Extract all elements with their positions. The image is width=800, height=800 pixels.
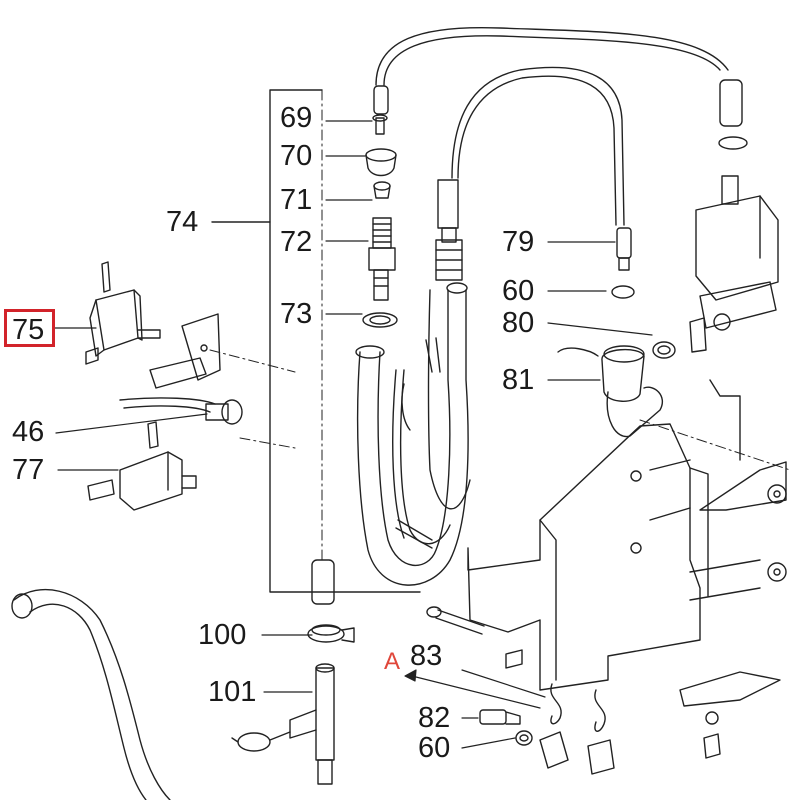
group-74-bracket xyxy=(211,89,421,593)
part-46-button xyxy=(119,397,243,425)
part-79-pin xyxy=(616,227,632,271)
part-60-oring-b xyxy=(515,730,533,746)
heating-element xyxy=(355,179,471,586)
bracket-screw xyxy=(426,606,485,635)
part-101-tee xyxy=(231,663,335,785)
part-70-nut xyxy=(365,148,397,177)
tube-stub xyxy=(311,559,335,605)
label-75: 75 xyxy=(12,314,45,346)
part-72-fitting xyxy=(368,217,396,301)
part-71-ferrule xyxy=(373,181,391,199)
part-83-clips xyxy=(539,683,615,775)
mounting-bracket xyxy=(467,379,787,759)
reference-letter-A: A xyxy=(384,648,401,675)
label-83: 83 xyxy=(410,640,443,672)
part-73-gasket xyxy=(362,312,398,328)
label-81: 81 xyxy=(502,364,535,396)
label-46: 46 xyxy=(12,416,45,448)
alignment-lines xyxy=(209,89,791,561)
part-80-oring xyxy=(652,341,676,359)
solenoid-valve xyxy=(689,79,779,353)
label-69: 69 xyxy=(280,102,313,134)
highlighted-part-75[interactable]: 75 xyxy=(4,309,55,347)
tubing-upper xyxy=(375,26,729,226)
drain-hose xyxy=(11,588,171,800)
label-100: 100 xyxy=(198,619,247,651)
label-70: 70 xyxy=(280,140,313,172)
part-81-connector xyxy=(557,345,663,438)
label-79: 79 xyxy=(502,226,535,258)
label-80: 80 xyxy=(502,307,535,339)
label-73: 73 xyxy=(280,298,313,330)
label-77: 77 xyxy=(12,454,45,486)
part-69-pin xyxy=(372,85,389,135)
part-75-thermostat xyxy=(85,261,221,389)
label-74: 74 xyxy=(166,206,199,238)
label-60-upper: 60 xyxy=(502,275,535,307)
label-82: 82 xyxy=(418,702,451,734)
label-72: 72 xyxy=(280,226,313,258)
part-82-pin xyxy=(479,709,521,725)
label-101: 101 xyxy=(208,676,257,708)
label-60-lower: 60 xyxy=(418,732,451,764)
part-100-clamp xyxy=(307,624,355,643)
leader-lines xyxy=(54,120,653,749)
part-60-oring-a xyxy=(611,285,635,299)
label-71: 71 xyxy=(280,184,313,216)
part-77-thermostat xyxy=(87,421,197,511)
